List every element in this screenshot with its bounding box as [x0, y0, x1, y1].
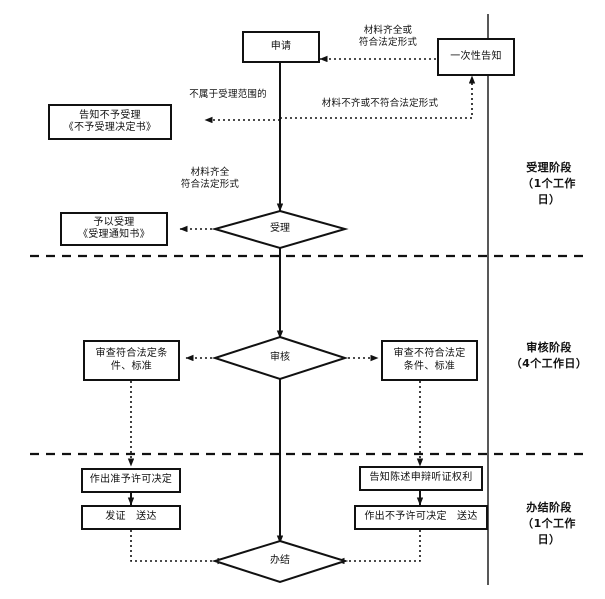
edge-label-materials-complete-legal: 材料齐全 符合法定形式	[180, 167, 240, 191]
edge-label-not-in-scope: 不属于受理范围的	[189, 89, 267, 100]
node-apply[interactable]: 申请	[242, 31, 320, 63]
edge-label-materials-incomplete: 材料不齐或不符合法定形式	[321, 98, 439, 109]
stage-label-completion: 办结阶段 （1个工作 日）	[522, 501, 576, 546]
diamond-review-text: 审核	[270, 351, 290, 363]
stage-label-acceptance: 受理阶段 （1个工作 日）	[522, 161, 576, 206]
edge-label-materials-ok-or-legal: 材料齐全或 符合法定形式	[358, 25, 418, 49]
edge-apply-to-notice	[280, 75, 476, 119]
node-issue-deliver[interactable]: 发证 送达	[81, 505, 181, 530]
node-review-conform[interactable]: 审查符合法定条 件、标准	[83, 340, 180, 381]
node-grant-acceptance[interactable]: 予以受理 《受理通知书》	[60, 212, 168, 246]
node-review-not-conform[interactable]: 审查不符合法定 条件、标准	[381, 340, 478, 381]
edge-issue-to-complete	[130, 530, 226, 565]
node-complete-label[interactable]: 办结	[250, 551, 310, 571]
stage-label-review: 审核阶段 （4个工作日）	[510, 341, 588, 370]
diamond-complete-text: 办结	[270, 554, 290, 566]
node-review-label[interactable]: 审核	[250, 348, 310, 368]
edge-deny-to-complete	[336, 530, 421, 565]
node-one-time-notice[interactable]: 一次性告知	[437, 38, 515, 76]
diamond-accept-text: 受理	[270, 222, 290, 234]
node-accept-label[interactable]: 受理	[250, 219, 310, 239]
node-decision-deny[interactable]: 作出不予许可决定 送达	[354, 505, 488, 530]
node-notify-reject-acceptance[interactable]: 告知不予受理 《不予受理决定书》	[48, 104, 172, 140]
node-notify-statement-rights[interactable]: 告知陈述申辩听证权利	[359, 466, 483, 491]
node-decision-approve[interactable]: 作出准予许可决定	[81, 468, 181, 493]
